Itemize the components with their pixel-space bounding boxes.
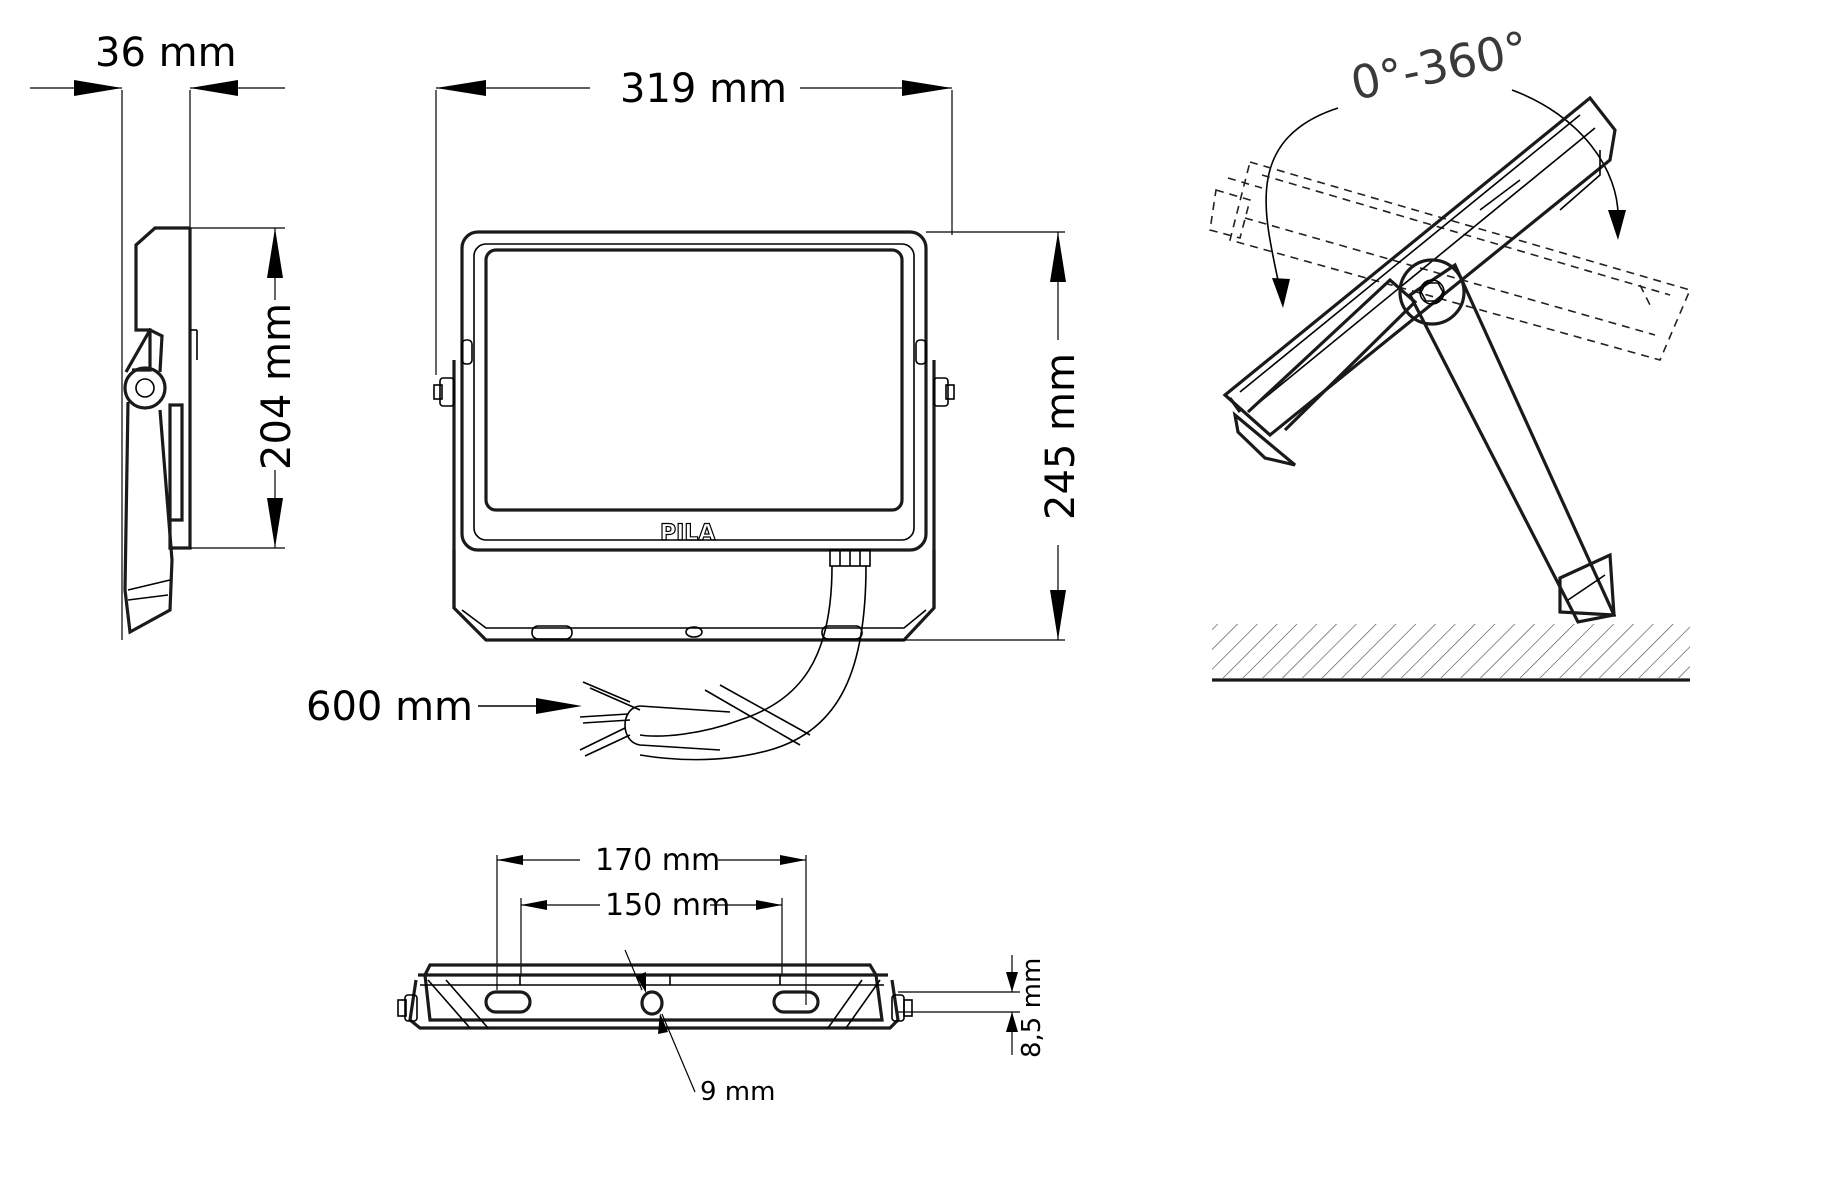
outer-spacing-label: 170 mm [595,843,720,878]
body-height-dimension: 204 mm [190,227,300,549]
rotation-range-label: 0°-360° [1346,21,1533,111]
hole-diameter-label: 9 mm [700,1077,775,1107]
mounting-bracket [1398,258,1617,624]
front-view: 319 mm PILA [306,66,1084,761]
outer-spacing-dimension: 170 mm [496,843,807,1005]
total-height-label: 245 mm [1038,353,1084,520]
thickness-dimension: 8,5 mm [898,955,1047,1058]
ground-hatch [1212,624,1690,678]
width-label: 319 mm [620,66,787,112]
tilted-luminaire [1222,95,1617,467]
bottom-housing [397,963,913,1030]
cable [579,565,867,761]
depth-dimension: 36 mm [30,30,285,640]
rotation-view: 0°-360° [1209,21,1692,682]
side-housing [123,226,198,635]
depth-label: 36 mm [95,30,237,76]
hole-diameter-dimension: 9 mm [624,949,775,1107]
front-housing: PILA [433,230,955,642]
side-view: 36 mm 204 mm [30,30,300,640]
ghost-position [1209,161,1692,361]
total-height-dimension: 245 mm [880,231,1084,641]
cable-length-dimension: 600 mm [306,684,582,730]
body-height-label: 204 mm [254,303,300,470]
brand-logo: PILA [660,521,715,546]
bottom-view: 170 mm 150 mm [397,843,1047,1107]
inner-spacing-dimension: 150 mm [520,888,783,975]
width-dimension: 319 mm [435,66,953,375]
cable-length-label: 600 mm [306,684,473,730]
thickness-label: 8,5 mm [1017,958,1047,1058]
inner-spacing-label: 150 mm [605,888,730,923]
